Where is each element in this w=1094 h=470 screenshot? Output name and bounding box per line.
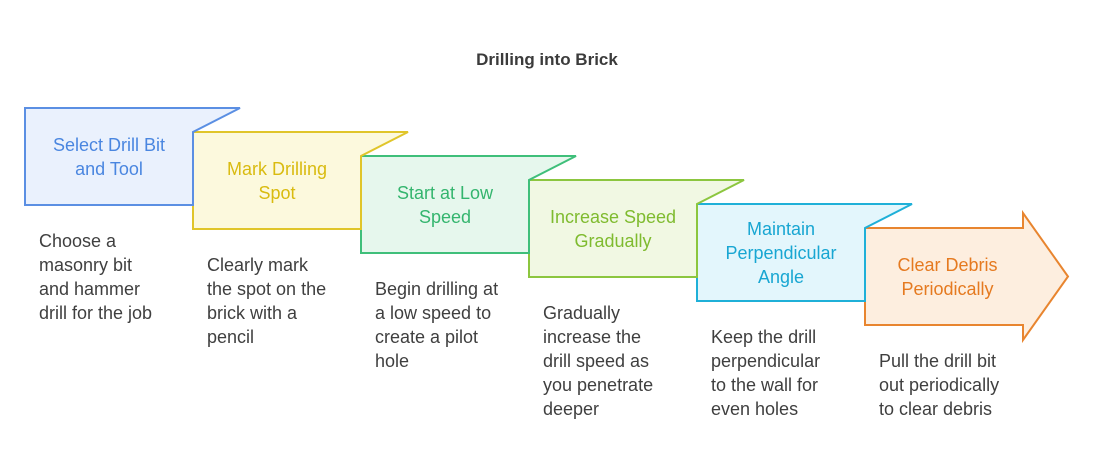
step-5-description: Keep the drill perpendicular to the wall… (711, 327, 821, 419)
step-6-shape (864, 209, 1070, 344)
diagram-title: Drilling into Brick (476, 50, 618, 69)
step-4-label: Increase Speed Gradually (549, 206, 677, 251)
step-4-shape (528, 179, 745, 278)
step-1-shape (24, 107, 241, 206)
step-4-description: Gradually increase the drill speed as yo… (543, 303, 654, 419)
step-3-label: Start at Low Speed (396, 182, 494, 227)
step-6-label: Clear Debris Periodically (897, 254, 998, 299)
step-2-shape (192, 131, 409, 230)
step-1-description: Choose a masonry bit and hammer drill fo… (39, 231, 153, 323)
step-5-label: Maintain Perpendicular Angle (725, 218, 837, 287)
step-3-description: Begin drilling at a low speed to create … (375, 279, 499, 371)
step-2-description: Clearly mark the spot on the brick with … (207, 255, 327, 347)
step-3-shape (360, 155, 577, 254)
step-6-description: Pull the drill bit out periodically to c… (879, 351, 1000, 419)
step-1-label: Select Drill Bit and Tool (52, 134, 166, 179)
step-2-label: Mark Drilling Spot (226, 158, 327, 203)
step-5-shape (696, 203, 913, 302)
